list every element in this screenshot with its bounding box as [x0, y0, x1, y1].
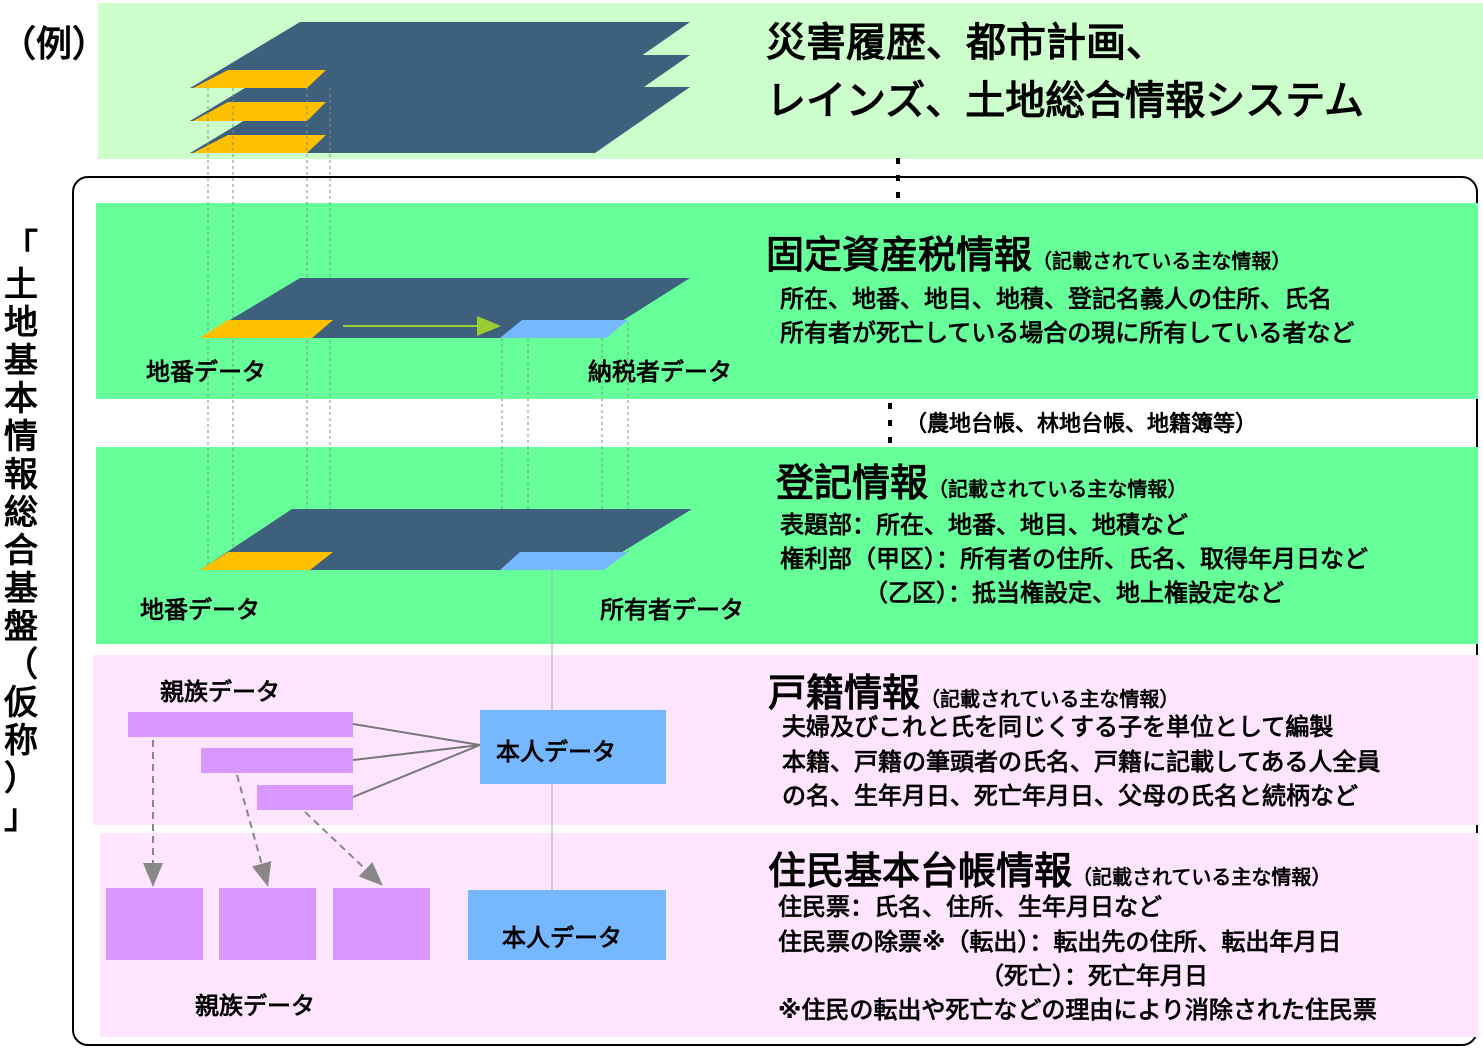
relative-bar [201, 748, 353, 773]
relative-box [333, 888, 430, 960]
taxpayer-data-label: 納税者データ [588, 358, 732, 386]
title-char: ） [4, 759, 38, 799]
fixed-asset-layer [200, 278, 690, 338]
resident-note: （記載されている主な情報） [1072, 865, 1332, 889]
title-char: 報 [4, 455, 38, 495]
registry-line: 表題部：所在、地番、地目、地積など [780, 511, 1188, 539]
self-data-box [468, 890, 666, 960]
title-char: 称 [4, 721, 38, 761]
title-char: 仮 [4, 683, 38, 723]
relative-bar [128, 712, 353, 737]
platform-vertical-title: 「 土 地 基 本 情 報 総 合 基 盤 （ 仮 称 ） 」 [0, 228, 42, 836]
registry-heading: 登記情報（記載されている主な情報） [776, 452, 1187, 507]
parcel-data-block [200, 320, 333, 338]
fixed-asset-line: 所在、地番、地目、地積、登記名義人の住所、氏名 [780, 285, 1332, 313]
title-char: 盤 [4, 607, 38, 647]
fixed-asset-line: 所有者が死亡している場合の現に所有している者など [780, 319, 1355, 347]
title-char: 情 [4, 417, 38, 457]
family-register-line: 夫婦及びこれと氏を同じくする子を単位として編製 [782, 713, 1334, 741]
title-char: 基 [4, 341, 38, 381]
continuation-dots [888, 158, 900, 443]
title-char: 基 [4, 569, 38, 609]
example-layer-stack [190, 22, 690, 153]
resident-title: 住民基本台帳情報 [768, 849, 1073, 893]
resident-line: ※住民の転出や死亡などの理由により消除された住民票 [778, 996, 1377, 1024]
resident-line: 住民票の除票※（転出）：転出先の住所、転出年月日 [778, 928, 1342, 956]
relatives-data-label: 親族データ [160, 678, 280, 706]
self-data-label: 本人データ [502, 924, 622, 952]
registry-note: （記載されている主な情報） [928, 477, 1188, 501]
resident-line: （死亡）：死亡年月日 [980, 962, 1208, 990]
registry-line: 権利部（甲区）：所有者の住所、氏名、取得年月日など [780, 545, 1368, 573]
title-char: 」 [4, 797, 38, 837]
fixed-asset-title: 固定資産税情報 [766, 233, 1033, 277]
parcel-data-label: 地番データ [146, 358, 266, 386]
example-title-line1: 災害履歴、都市計画、 [766, 20, 1166, 66]
taxpayer-data-block [500, 320, 628, 338]
title-char: 地 [4, 303, 38, 343]
resident-band [100, 833, 1478, 1037]
registry-layer [200, 509, 692, 570]
fixed-asset-note: （記載されている主な情報） [1032, 249, 1292, 273]
relative-bar [257, 785, 353, 810]
self-data-box [480, 710, 666, 784]
family-register-line: 本籍、戸籍の筆頭者の氏名、戸籍に記載してある人全員 [782, 748, 1381, 776]
parcel-data-block [200, 552, 333, 570]
family-register-graphic [128, 710, 666, 810]
relative-box [219, 888, 316, 960]
title-char: 土 [4, 265, 38, 305]
family-register-title: 戸籍情報 [768, 671, 921, 715]
title-char: 「 [4, 227, 38, 267]
registry-title: 登記情報 [776, 461, 929, 505]
example-title-line2: レインズ、土地総合情報システム [766, 78, 1364, 124]
registry-line: （乙区）：抵当権設定、地上権設定など [864, 579, 1284, 607]
owner-data-label: 所有者データ [600, 596, 744, 624]
parcel-highlight [193, 102, 326, 121]
resident-line: 住民票：氏名、住所、生年月日など [778, 893, 1162, 921]
fixed-asset-heading: 固定資産税情報（記載されている主な情報） [766, 224, 1291, 279]
family-register-line: の名、生年月日、死亡年月日、父母の氏名と続柄など [782, 782, 1358, 810]
relative-box [106, 888, 203, 960]
example-label: （例） [0, 24, 109, 65]
parcel-data-label: 地番データ [140, 596, 260, 624]
title-char: 総 [4, 493, 38, 533]
title-char: （ [4, 645, 38, 685]
family-register-note: （記載されている主な情報） [920, 687, 1180, 711]
family-register-heading: 戸籍情報（記載されている主な情報） [768, 662, 1179, 717]
owner-data-block [500, 552, 628, 570]
resident-graphic [106, 888, 666, 960]
other-ledgers-note: （農地台帳、林地台帳、地籍簿等） [905, 412, 1258, 437]
parcel-highlight [193, 135, 326, 153]
title-char: 合 [4, 531, 38, 571]
relatives-data-label: 親族データ [195, 992, 315, 1020]
title-char: 本 [4, 379, 38, 419]
resident-heading: 住民基本台帳情報（記載されている主な情報） [768, 840, 1331, 895]
self-data-label: 本人データ [496, 738, 616, 766]
parcel-highlight [193, 70, 326, 88]
relative-arrows [143, 740, 383, 887]
